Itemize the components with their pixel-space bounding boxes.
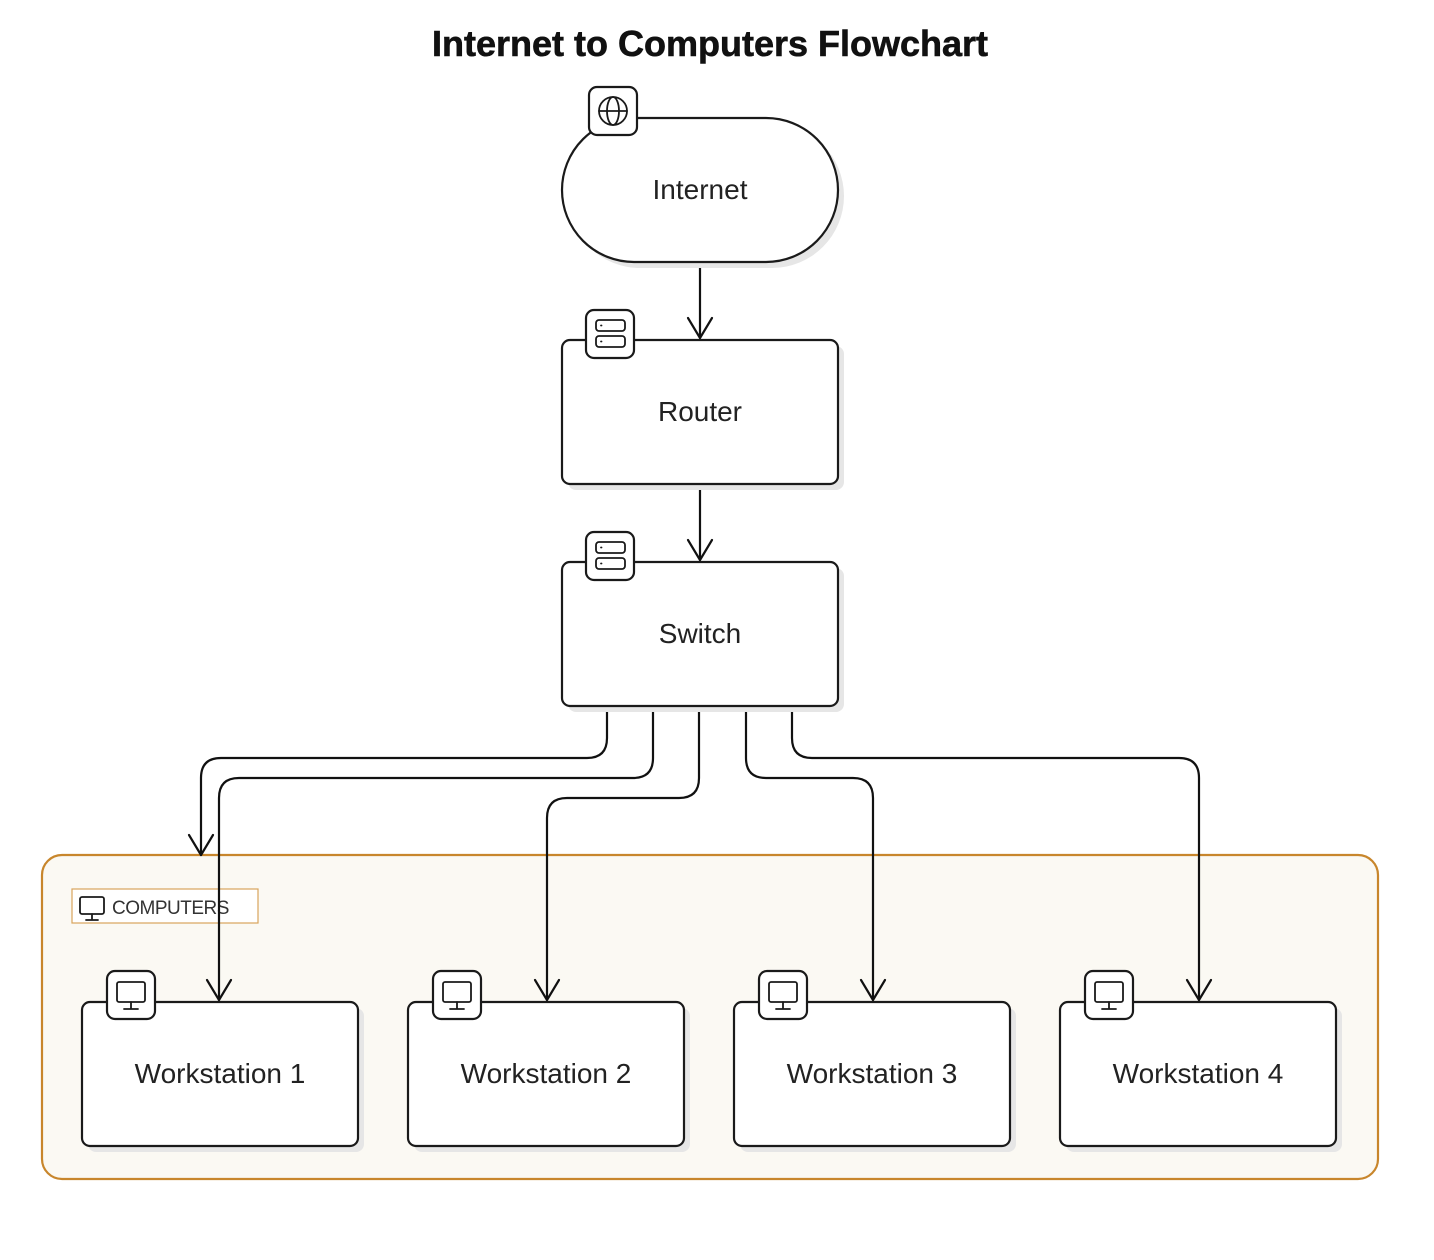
arrowhead <box>187 833 215 857</box>
globe-icon <box>598 96 628 126</box>
switch-icon-badge <box>584 530 636 582</box>
arrowhead <box>686 538 714 562</box>
node-router[interactable]: Router <box>560 308 844 490</box>
router-label: Router <box>658 396 742 427</box>
monitor-icon <box>116 981 146 1010</box>
diagram-title: Internet to Computers Flowchart <box>432 23 988 64</box>
node-workstation-2[interactable]: Workstation 2 <box>406 969 690 1152</box>
server-icon <box>595 319 626 348</box>
node-workstation-1[interactable]: Workstation 1 <box>80 969 364 1152</box>
edge-switch-computers <box>199 704 609 857</box>
arrowhead <box>859 978 887 1002</box>
internet-label: Internet <box>653 174 748 205</box>
workstation-shape <box>1058 1000 1338 1148</box>
arrowhead <box>533 978 561 1002</box>
workstation-icon-badge <box>757 969 809 1021</box>
workstation-icon-badge <box>431 969 483 1021</box>
workstation-icon-badge <box>1083 969 1135 1021</box>
group-label-text: COMPUTERS <box>112 898 229 919</box>
computers-group: COMPUTERS <box>40 853 1380 1181</box>
workstation-label: Workstation 3 <box>787 1058 958 1089</box>
node-switch[interactable]: Switch <box>560 530 844 712</box>
monitor-icon <box>768 981 798 1010</box>
edge-switch-workstation-4 <box>790 704 1201 1002</box>
computers-group-frame <box>40 853 1380 1181</box>
computers-group-label: COMPUTERS <box>71 888 259 924</box>
workstation-label: Workstation 2 <box>461 1058 632 1089</box>
node-internet[interactable]: Internet <box>560 85 844 268</box>
arrowhead <box>1185 978 1213 1002</box>
server-icon <box>595 541 626 570</box>
workstation-shape <box>406 1000 686 1148</box>
router-icon-badge <box>584 308 636 360</box>
node-workstation-3[interactable]: Workstation 3 <box>732 969 1016 1152</box>
router-shape <box>560 338 840 486</box>
workstation-label: Workstation 4 <box>1113 1058 1284 1089</box>
monitor-icon <box>442 981 472 1010</box>
edge-switch-workstation-1 <box>217 704 655 1002</box>
group-label-box <box>71 888 259 924</box>
internet-shape <box>560 116 840 264</box>
workstation-icon-badge <box>105 969 157 1021</box>
workstation-label: Workstation 1 <box>135 1058 306 1089</box>
edge-switch-workstation-2 <box>545 704 701 1002</box>
node-workstation-4[interactable]: Workstation 4 <box>1058 969 1342 1152</box>
workstation-shape <box>732 1000 1012 1148</box>
monitor-icon <box>79 896 105 921</box>
arrowhead <box>205 978 233 1002</box>
edges <box>187 262 1213 1002</box>
arrowhead <box>686 316 714 340</box>
edge-switch-workstation-3 <box>744 704 875 1002</box>
workstation-shape <box>80 1000 360 1148</box>
switch-shape <box>560 560 840 708</box>
monitor-icon <box>1094 981 1124 1010</box>
switch-label: Switch <box>659 618 741 649</box>
